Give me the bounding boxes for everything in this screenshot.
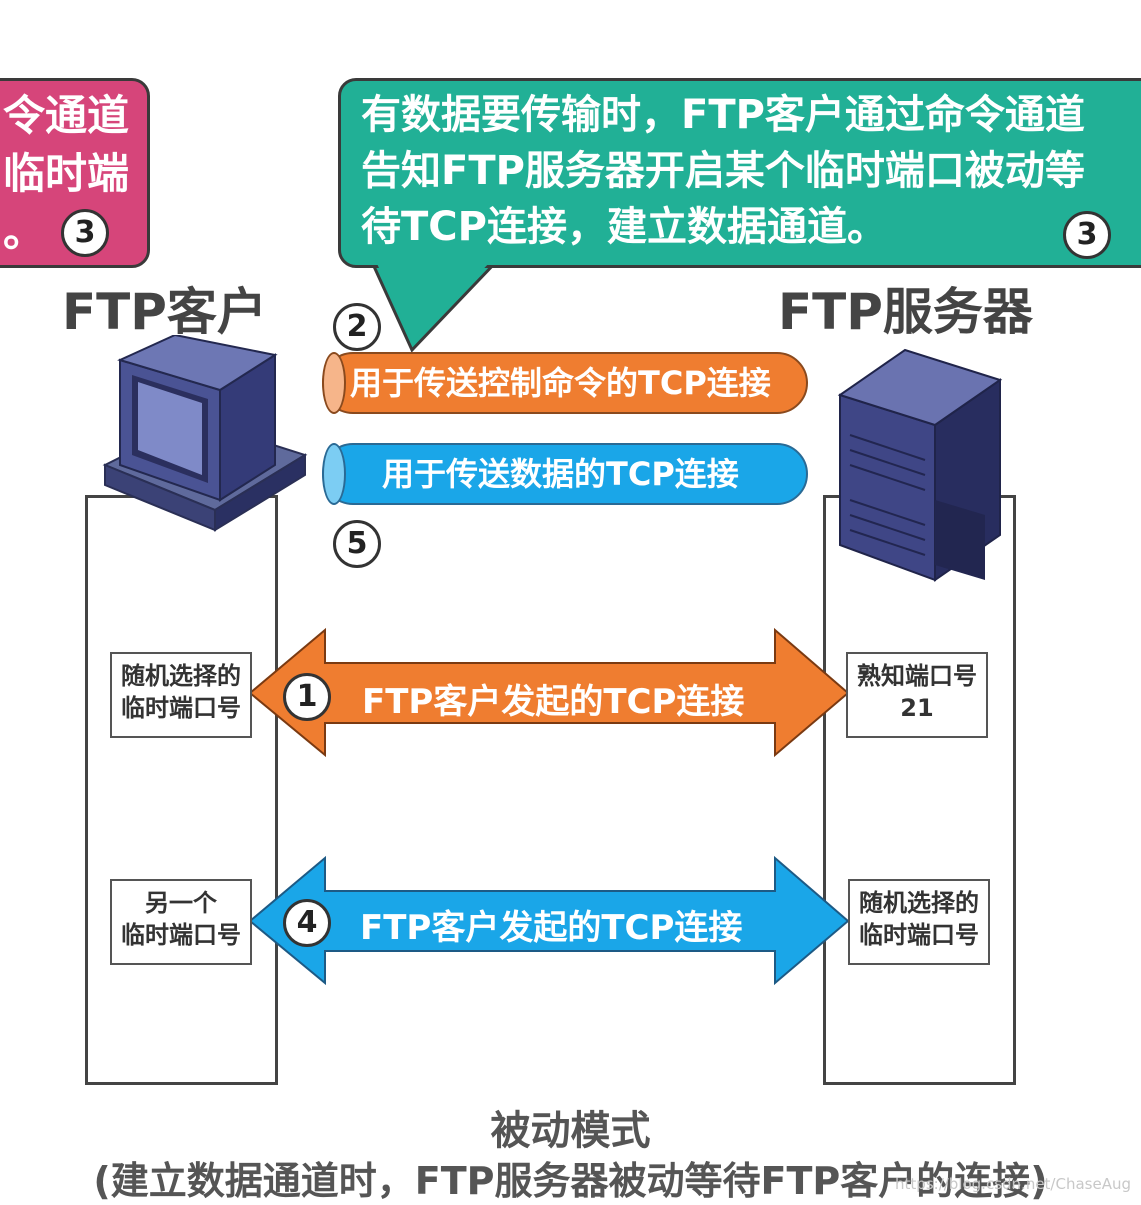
caption-subtitle: (建立数据通道时，FTP服务器被动等待FTP客户的连接) [93,1159,1048,1203]
right-callout: 有数据要传输时，FTP客户通过命令通道 告知FTP服务器开启某个临时端口被动等 … [338,78,1141,268]
connection-1-step-badge: 1 [283,673,331,721]
right-callout-line: 有数据要传输时，FTP客户通过命令通道 [361,92,1085,138]
port-box-line: 临时端口号 [859,921,979,949]
client-heading: FTP客户 [62,283,267,341]
control-pipe-label: 用于传送控制命令的TCP连接 [350,364,771,402]
connection-1-label: FTP客户发起的TCP连接 [362,682,745,722]
client-random-port-box: 随机选择的 临时端口号 [110,652,252,738]
port-box-line: 另一个 [145,889,217,917]
right-callout-line: 告知FTP服务器开启某个临时端口被动等 [361,148,1085,194]
port-box-line: 临时端口号 [121,694,241,722]
port-box-line: 熟知端口号 [857,662,977,690]
data-pipe-cap [322,443,346,505]
left-callout-step-badge: 3 [61,209,109,257]
server-well-known-port-box: 熟知端口号 21 [846,652,988,738]
port-box-line: 21 [900,694,934,722]
server-tower-icon [837,348,1003,582]
client-another-port-box: 另一个 临时端口号 [110,879,252,965]
control-connection-pipe: 用于传送控制命令的TCP连接 [322,352,808,414]
right-callout-line: 待TCP连接，建立数据通道。 [361,204,887,250]
left-callout-line: 。 [3,207,46,256]
connection-4-step-badge: 4 [283,899,331,947]
connection-4-label: FTP客户发起的TCP连接 [360,908,743,948]
port-box-line: 随机选择的 [121,662,241,690]
port-box-line: 临时端口号 [121,921,241,949]
watermark: https://blog.csdn.net/ChaseAug [895,1175,1131,1193]
data-pipe-label: 用于传送数据的TCP连接 [382,455,739,493]
caption-title: 被动模式 [490,1108,651,1154]
data-pipe-step-badge: 5 [333,520,381,568]
data-connection-pipe: 用于传送数据的TCP连接 [322,443,808,505]
client-host-pane [85,495,278,1085]
server-heading: FTP服务器 [778,283,1033,341]
server-random-port-box: 随机选择的 临时端口号 [848,879,990,965]
left-callout-line: 令通道 [3,91,130,140]
right-callout-pointer-joint [375,259,493,343]
computer-icon [102,335,308,532]
control-pipe-step-badge: 2 [333,303,381,351]
port-box-line: 随机选择的 [859,889,979,917]
left-callout: 令通道 临时端 。 3 [0,78,150,268]
right-callout-step-badge: 3 [1063,211,1111,259]
control-pipe-cap [322,352,346,414]
left-callout-line: 临时端 [3,149,130,198]
